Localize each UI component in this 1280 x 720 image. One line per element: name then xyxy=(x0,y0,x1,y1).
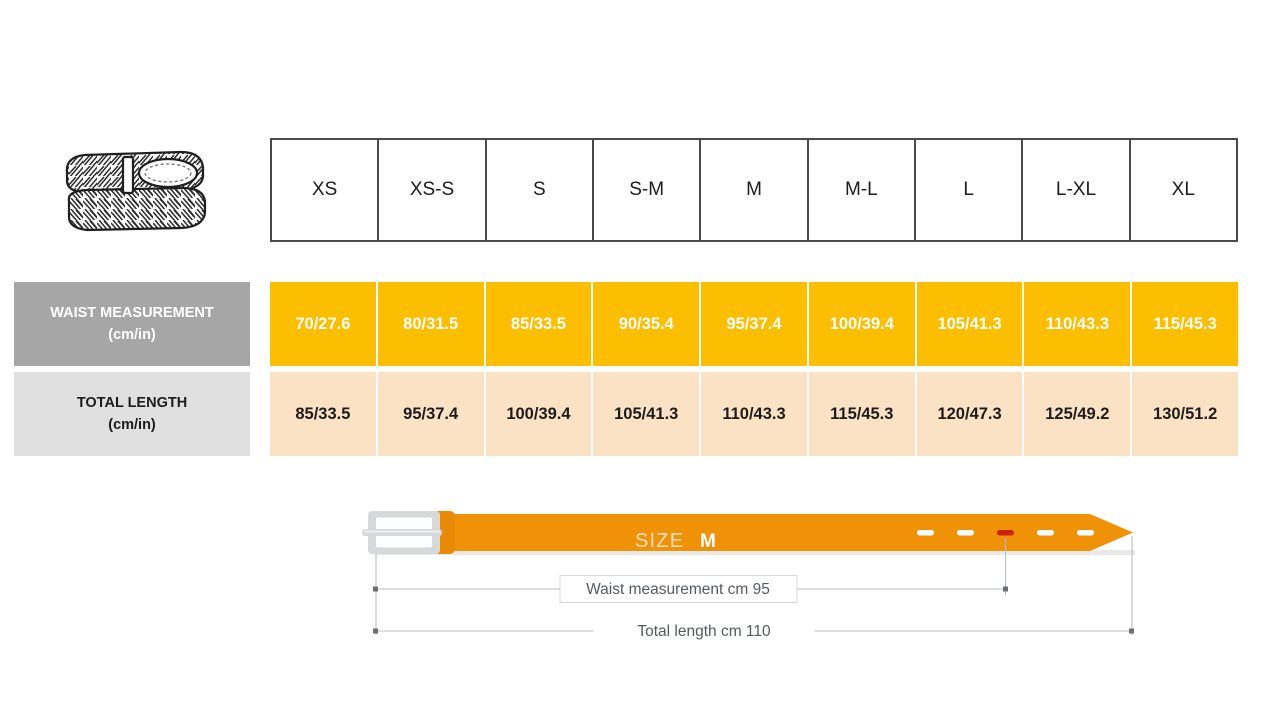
belt-hole xyxy=(1077,530,1094,536)
size-header-cell: XL xyxy=(1171,179,1195,200)
waist-value-cell: 90/35.4 xyxy=(593,282,702,366)
belt-buckle xyxy=(362,511,442,554)
total-length-value-cell: 105/41.3 xyxy=(593,372,702,456)
belt-holes xyxy=(917,530,1094,536)
waist-value-cells: 70/27.6 80/31.5 85/33.5 90/35.4 95/37.4 … xyxy=(270,282,1239,366)
total-length-label-text: TOTAL LENGTH xyxy=(76,394,188,411)
size-header-cell: L-XL xyxy=(1023,140,1131,240)
waist-value-cell: 80/31.5 xyxy=(377,282,486,366)
waist-value-cell: 85/33.5 xyxy=(485,282,594,366)
belt-hole-highlighted xyxy=(997,530,1014,536)
waist-value-cell: 115/45.3 xyxy=(1132,282,1239,366)
waist-value-cell: 105/41.3 xyxy=(916,282,1025,366)
waist-value-cell: 70/27.6 xyxy=(270,282,378,366)
belt-measurement-diagram: SIZE M Waist measurement cm 95 Total len… xyxy=(355,500,1155,650)
total-length-value-cell: 85/33.5 xyxy=(270,372,378,456)
belt-hole xyxy=(1037,530,1054,536)
belt-strap xyxy=(425,511,1133,554)
total-length-value-cell: 130/51.2 xyxy=(1132,372,1239,456)
total-length-value-cell: 110/43.3 xyxy=(701,372,809,456)
diagram-size-value: M xyxy=(700,531,716,552)
total-length-value-cell: 125/49.2 xyxy=(1024,372,1133,456)
size-header-row: XS XS-S S S-M M M-L L L-XL XL xyxy=(270,138,1238,242)
waist-measurement-row: WAIST MEASUREMENT (cm/in) 70/27.6 80/31.… xyxy=(14,282,1239,366)
waist-label-unit: (cm/in) xyxy=(108,327,156,343)
label-gap xyxy=(250,282,270,366)
size-chart-table: XS XS-S S S-M M M-L L L-XL XL xyxy=(270,138,1238,242)
waist-value-cell: 100/39.4 xyxy=(808,282,917,366)
total-length-value-cell: 95/37.4 xyxy=(377,372,486,456)
size-header-cell: XS xyxy=(272,140,380,240)
woven-belt-illustration xyxy=(55,143,215,243)
size-header-cell: M xyxy=(701,140,809,240)
size-header-cell: S-M xyxy=(594,140,702,240)
total-length-dimension-label: Total length cm 110 xyxy=(637,623,771,640)
waist-value-cell: 95/37.4 xyxy=(701,282,809,366)
total-length-dimension: Total length cm 110 xyxy=(373,619,1134,643)
total-length-value-cell: 120/47.3 xyxy=(916,372,1025,456)
label-gap xyxy=(250,372,270,456)
belt-hole xyxy=(917,530,934,536)
row-separator xyxy=(14,366,1238,372)
waist-dimension: Waist measurement cm 95 xyxy=(373,575,1008,603)
total-length-value-cell: 115/45.3 xyxy=(808,372,917,456)
diagram-size-word: SIZE xyxy=(635,530,684,552)
waist-dimension-label: Waist measurement cm 95 xyxy=(586,581,770,598)
size-header-cell: S xyxy=(487,140,594,240)
waist-measurement-label: WAIST MEASUREMENT (cm/in) xyxy=(14,282,250,366)
total-length-row: TOTAL LENGTH (cm/in) 85/33.5 95/37.4 100… xyxy=(14,372,1239,456)
size-header-cell: XS-S xyxy=(379,140,487,240)
belt-hole xyxy=(957,530,974,536)
measurement-rows: WAIST MEASUREMENT (cm/in) 70/27.6 80/31.… xyxy=(14,282,1239,456)
total-length-value-cells: 85/33.5 95/37.4 100/39.4 105/41.3 110/43… xyxy=(270,372,1239,456)
size-header-cell: M-L xyxy=(809,140,916,240)
total-length-value-cell: 100/39.4 xyxy=(485,372,594,456)
total-length-label: TOTAL LENGTH (cm/in) xyxy=(14,372,250,456)
total-length-label-unit: (cm/in) xyxy=(108,417,156,433)
size-header-cell: L xyxy=(916,140,1024,240)
waist-value-cell: 110/43.3 xyxy=(1024,282,1133,366)
dimension-extension-lines xyxy=(375,536,1133,635)
waist-label-text: WAIST MEASUREMENT xyxy=(50,304,214,321)
